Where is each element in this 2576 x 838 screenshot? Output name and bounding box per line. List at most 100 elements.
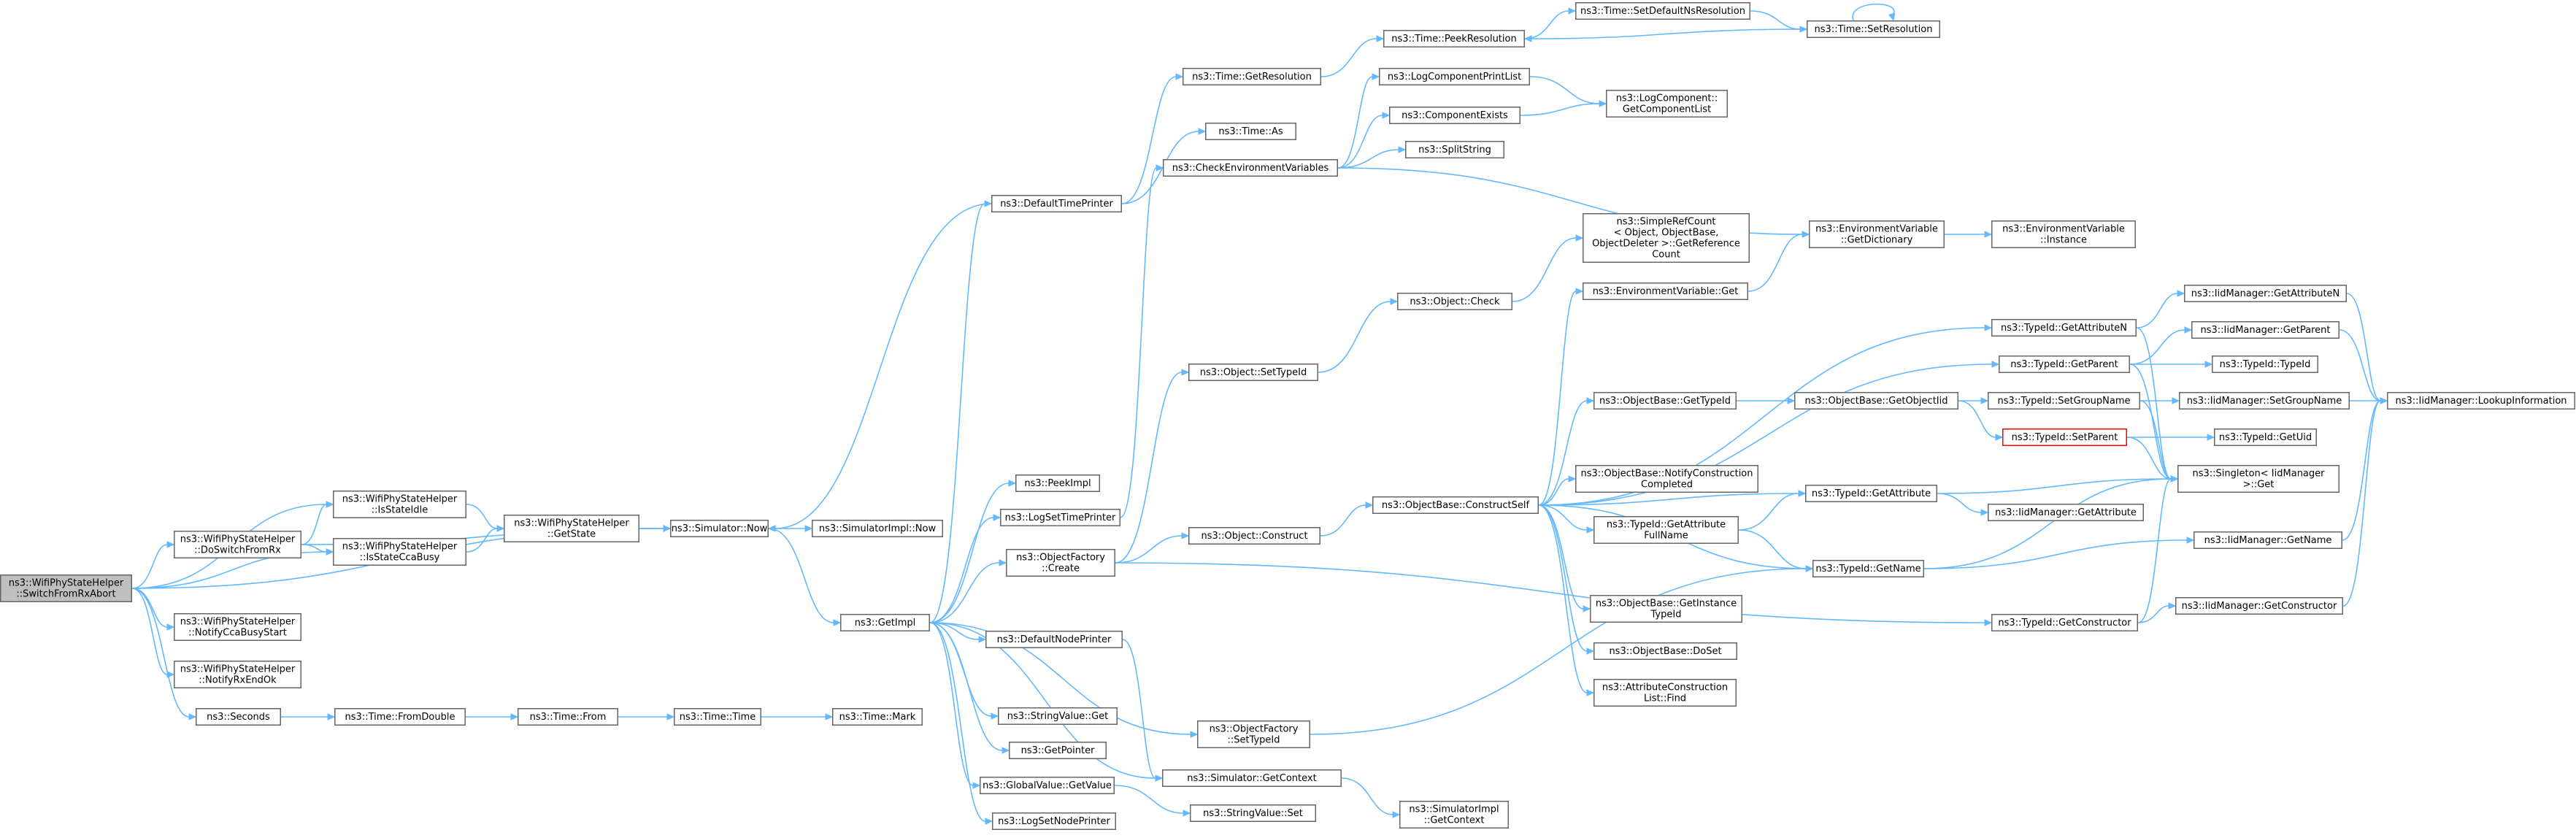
node-simplerefcount[interactable]: ns3::SimpleRefCount< Object, ObjectBase,… [1583, 213, 1750, 263]
node-box [0, 574, 132, 602]
node-box [1383, 30, 1525, 47]
node-iidlookup[interactable]: ns3::IidManager::LookupInformation [2387, 392, 2575, 410]
node-isidle[interactable]: ns3::WifiPhyStateHelper::IsStateIdle [333, 491, 466, 518]
node-typeidgetconstructor[interactable]: ns3::TypeId::GetConstructor [1991, 614, 2138, 631]
node-objfactorysettypeid[interactable]: ns3::ObjectFactory::SetTypeId [1197, 720, 1310, 748]
node-fromdouble[interactable]: ns3::Time::FromDouble [334, 708, 466, 726]
edge-peekresolution-to-setdefaultns [1524, 7, 1577, 39]
node-label: ::SetTypeId [1227, 735, 1280, 746]
edge-arrowhead [1888, 12, 1896, 22]
edge-arrowhead [1575, 288, 1584, 295]
node-defaultnodeprinter[interactable]: ns3::DefaultNodePrinter [985, 631, 1123, 648]
edge-line [1748, 234, 1803, 292]
node-simimplgetcontext[interactable]: ns3::SimulatorImpl::GetContext [1399, 801, 1509, 829]
node-typeidgetattribute[interactable]: ns3::TypeId::GetAttribute [1805, 485, 1937, 502]
node-label: ns3::ComponentExists [1402, 110, 1508, 121]
node-box [1163, 159, 1338, 177]
edge-arrowhead [1586, 647, 1595, 655]
node-iidsetgroupname[interactable]: ns3::IidManager::SetGroupName [2179, 392, 2350, 410]
node-getresolution[interactable]: ns3::Time::GetResolution [1183, 68, 1321, 85]
node-box [1405, 141, 1504, 158]
node-iidgetattrn[interactable]: ns3::IidManager::GetAttributeN [2184, 285, 2347, 302]
node-label: ns3::DefaultNodePrinter [997, 634, 1112, 645]
node-timetime[interactable]: ns3::Time::Time [674, 708, 761, 726]
node-stringvalueset[interactable]: ns3::StringValue::Set [1190, 804, 1316, 822]
node-notifycca[interactable]: ns3::WifiPhyStateHelper::NotifyCcaBusySt… [174, 613, 301, 641]
node-box [1590, 595, 1742, 623]
node-checkenv[interactable]: ns3::CheckEnvironmentVariables [1163, 159, 1338, 177]
edge-line [1512, 237, 1577, 302]
node-box [174, 613, 301, 641]
node-envgetdict[interactable]: ns3::EnvironmentVariable::GetDictionary [1809, 220, 1945, 248]
node-peekimpl[interactable]: ns3::PeekImpl [1015, 474, 1100, 492]
node-label: ::GetContext [1424, 815, 1485, 826]
node-typeidsetparent[interactable]: ns3::TypeId::SetParent [2002, 428, 2127, 446]
node-getstate[interactable]: ns3::WifiPhyStateHelper::GetState [504, 515, 639, 542]
node-typeidgetparent[interactable]: ns3::TypeId::GetParent [1999, 355, 2130, 373]
node-from[interactable]: ns3::Time::From [518, 708, 618, 726]
node-seconds[interactable]: ns3::Seconds [196, 708, 281, 726]
node-splitstring[interactable]: ns3::SplitString [1405, 141, 1504, 158]
node-root[interactable]: ns3::WifiPhyStateHelper::SwitchFromRxAbo… [0, 574, 132, 602]
edge-getimpl-to-defaulttimeprinter [929, 200, 993, 623]
node-notifyconstruction[interactable]: ns3::ObjectBase::NotifyConstructionCompl… [1575, 465, 1758, 493]
node-box [1389, 107, 1520, 124]
node-objbasegettypeid[interactable]: ns3::ObjectBase::GetTypeId [1593, 392, 1737, 410]
node-iidgetconstructor[interactable]: ns3::IidManager::GetConstructor [2175, 597, 2343, 615]
edge-arrowhead [1390, 298, 1399, 305]
edge-arrowhead [1568, 7, 1577, 15]
node-peekresolution[interactable]: ns3::Time::PeekResolution [1383, 30, 1525, 47]
node-objsettypeid[interactable]: ns3::Object::SetTypeId [1188, 364, 1318, 381]
node-notifyrx[interactable]: ns3::WifiPhyStateHelper::NotifyRxEndOk [174, 661, 301, 688]
node-objfactorycreate[interactable]: ns3::ObjectFactory::Create [1006, 549, 1115, 577]
node-stringvalueget[interactable]: ns3::StringValue::Get [998, 707, 1118, 725]
node-typeidgetuid[interactable]: ns3::TypeId::GetUid [2214, 428, 2317, 446]
edge-line [1337, 76, 1373, 169]
node-timeas[interactable]: ns3::Time::As [1205, 123, 1296, 140]
node-iidgetattribute[interactable]: ns3::IidManager::GetAttribute [1988, 504, 2144, 521]
node-constructself[interactable]: ns3::ObjectBase::ConstructSelf [1372, 496, 1539, 514]
node-mark[interactable]: ns3::Time::Mark [832, 708, 923, 726]
node-defaulttimeprinter[interactable]: ns3::DefaultTimePrinter [991, 195, 1122, 212]
node-setdefaultns[interactable]: ns3::Time::SetDefaultNsResolution [1575, 2, 1750, 20]
edge-arrowhead [2380, 397, 2388, 404]
node-getobjectiid[interactable]: ns3::ObjectBase::GetObjectIid [1794, 392, 1958, 410]
node-getpointer[interactable]: ns3::GetPointer [1009, 742, 1107, 759]
node-iidgetparent[interactable]: ns3::IidManager::GetParent [2191, 321, 2339, 339]
node-typeidgetname[interactable]: ns3::TypeId::GetName [1812, 560, 1924, 577]
node-doset[interactable]: ns3::ObjectBase::DoSet [1593, 642, 1737, 660]
node-globalvalue[interactable]: ns3::GlobalValue::GetValue [980, 777, 1115, 794]
node-iidgetname[interactable]: ns3::IidManager::GetName [2194, 531, 2342, 549]
node-logsettimeprinter[interactable]: ns3::LogSetTimePrinter [1000, 509, 1120, 526]
edge-arrowhead [1376, 35, 1385, 42]
node-objconstruct[interactable]: ns3::Object::Construct [1188, 527, 1320, 545]
node-box [333, 491, 466, 518]
node-typeidgetattrn[interactable]: ns3::TypeId::GetAttributeN [1991, 319, 2137, 337]
edge-arrowhead [1805, 565, 1814, 572]
node-getimpl[interactable]: ns3::GetImpl [840, 614, 930, 631]
node-envget[interactable]: ns3::EnvironmentVariable::Get [1583, 282, 1748, 300]
node-doswitch[interactable]: ns3::WifiPhyStateHelper::DoSwitchFromRx [174, 531, 301, 558]
node-implnow[interactable]: ns3::SimulatorImpl::Now [812, 520, 943, 537]
node-objcheck[interactable]: ns3::Object::Check [1397, 293, 1512, 310]
node-typeidtypeid[interactable]: ns3::TypeId::TypeId [2212, 355, 2318, 373]
node-simgetcontext[interactable]: ns3::Simulator::GetContext [1162, 769, 1342, 787]
edge-arrowhead [2177, 290, 2185, 297]
edge-root-to-seconds [131, 588, 197, 720]
node-envinstance[interactable]: ns3::EnvironmentVariable::Instance [1991, 220, 2136, 248]
node-compexists[interactable]: ns3::ComponentExists [1389, 107, 1520, 124]
node-logcompprintlist[interactable]: ns3::LogComponentPrintList [1379, 68, 1530, 85]
node-simnow[interactable]: ns3::Simulator::Now [670, 520, 769, 537]
node-singleton[interactable]: ns3::Singleton< IidManager>::Get [2177, 465, 2339, 493]
node-setresolution[interactable]: ns3::Time::SetResolution [1807, 20, 1940, 38]
node-getcomplist[interactable]: ns3::LogComponent::GetComponentList [1606, 90, 1728, 118]
node-box [1006, 549, 1115, 577]
node-iscca[interactable]: ns3::WifiPhyStateHelper::IsStateCcaBusy [333, 538, 466, 566]
edge-arrowhead [1984, 231, 1993, 238]
node-logsetnodeprinter[interactable]: ns3::LogSetNodePrinter [992, 812, 1116, 830]
node-label: GetComponentList [1623, 104, 1711, 115]
node-typeidsetgroupname[interactable]: ns3::TypeId::SetGroupName [1988, 392, 2140, 410]
